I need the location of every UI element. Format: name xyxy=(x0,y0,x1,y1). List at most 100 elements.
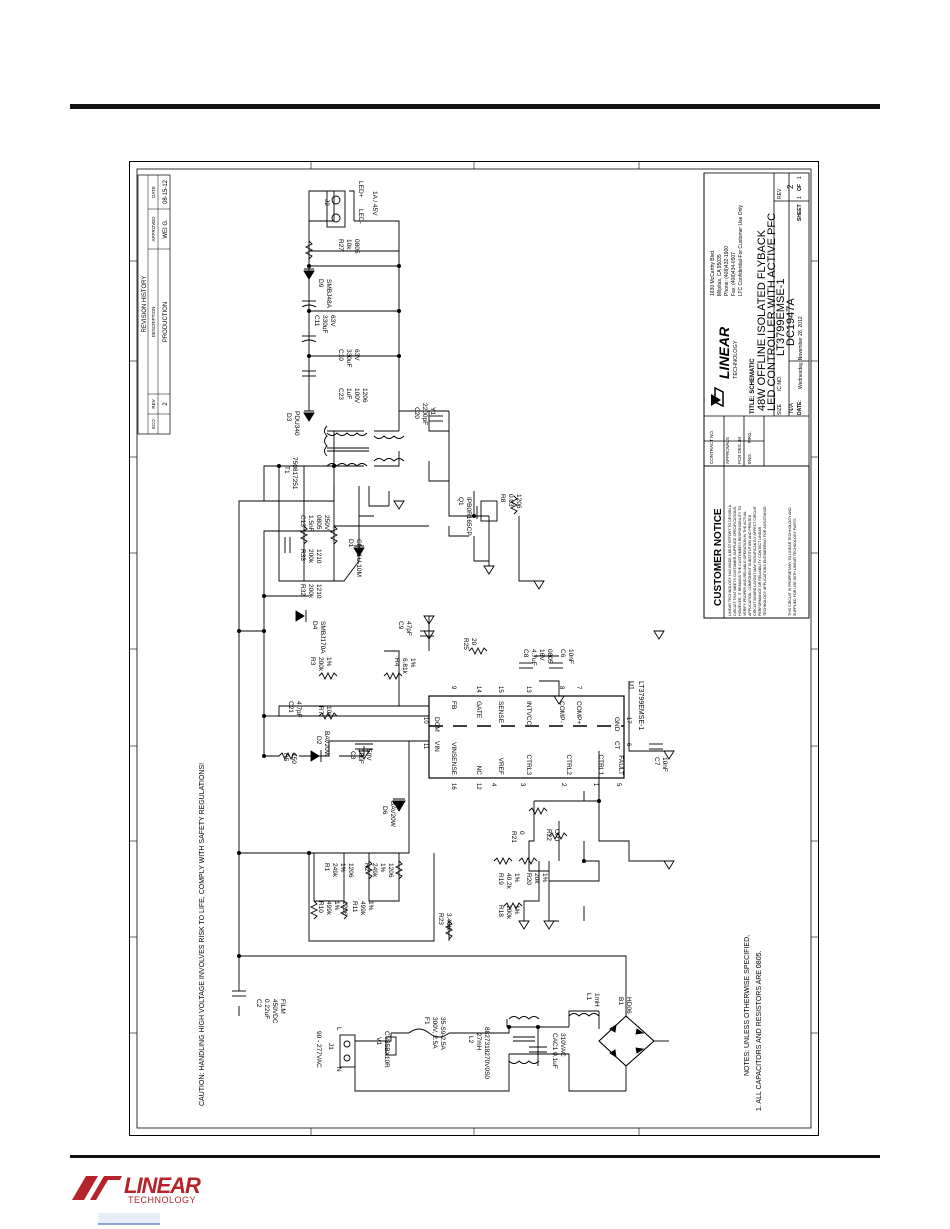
pin-num-1: 1 xyxy=(592,783,598,787)
label-r1-value: 249k xyxy=(331,863,338,878)
label-q1-part: IPB0R165CP xyxy=(465,497,472,536)
notice-line-5: APPLICATION. COMPONENT SUBSTITUTION AND … xyxy=(748,514,752,616)
pin-comp-plus: COMP+ xyxy=(575,701,582,725)
customer-notice-body: LINEAR TECHNOLOGY HAS MADE A BEST EFFORT… xyxy=(728,504,797,616)
rev-row-date: 08-15-12 xyxy=(163,179,169,204)
label-r3-tol: 1% xyxy=(325,657,332,667)
ic-top-pins: FB GATE SENSE INTVCC COMP- COMP+ xyxy=(450,701,582,726)
label-r18-value: 100k xyxy=(505,905,512,920)
title-block-frame xyxy=(703,172,810,619)
pin-intvcc: INTVCC xyxy=(525,701,532,726)
pin-ctrl3: CTRL3 xyxy=(525,754,532,775)
title-line-2: LED CONTROLLER WITH ACTIVE PFC xyxy=(766,213,778,411)
label-r33-value: 200k xyxy=(307,549,314,564)
footer-link-bar[interactable] xyxy=(98,1213,160,1225)
company-tech: TECHNOLOGY xyxy=(733,340,739,379)
label-b1-part: HD06 xyxy=(625,997,632,1014)
pin-num-8: 8 xyxy=(558,686,564,690)
label-c23-value: 1uF xyxy=(345,388,352,399)
label-c13: C13 xyxy=(299,515,306,527)
address-line-2: Milpitas, CA 95035 xyxy=(717,254,723,296)
label-c7: C7 xyxy=(653,757,660,766)
of-label: OF xyxy=(797,184,803,191)
label-j2-rating: 1A / 45V xyxy=(371,191,378,216)
pin-vin: VIN xyxy=(433,741,440,752)
pin-num-5: 5 xyxy=(615,783,621,787)
pin-num-7: 7 xyxy=(575,686,581,690)
label-c2: C2 xyxy=(255,999,262,1008)
pin-nc: NC xyxy=(475,766,482,776)
label-c2-voltage: 450VDC xyxy=(271,999,278,1024)
label-c8-value: 4.7uF xyxy=(530,649,537,666)
contract-no-label: CONTRACT NO. xyxy=(709,430,714,464)
label-l2: L2 xyxy=(467,1036,474,1044)
pin-num-14: 14 xyxy=(475,686,481,693)
u1-ref: U1 xyxy=(627,681,634,690)
label-r4-tol: 1% xyxy=(409,658,416,668)
title-line-1: 48W OFFLINE ISOLATED FLYBACK xyxy=(756,229,768,411)
pin-ctrl1: CTRL1 xyxy=(597,754,604,775)
label-r22: R22 xyxy=(545,829,552,841)
label-l1-value: 1mH xyxy=(593,993,600,1007)
label-c3-value: 10uF xyxy=(357,749,364,764)
label-j1: J1 xyxy=(327,1043,334,1050)
notice-line-2: CIRCUIT THAT MEETS CUSTOMER-SUPPLIED SPE… xyxy=(733,506,737,616)
label-q1: Q1 xyxy=(457,497,464,506)
revision-history: REVISION HISTORY ECO REV DESCRIPTION APP… xyxy=(137,174,171,435)
ic-bottom-pins: VINSENSE NC VREF CTRL3 CTRL2 CTRL1 FAULT xyxy=(450,742,624,776)
label-r19-tol: 1% xyxy=(513,873,520,883)
label-t1: T1 xyxy=(283,466,290,474)
label-r11-tol: 1% xyxy=(367,901,374,911)
company-word: LINEAR xyxy=(716,326,732,379)
size-label: SIZE xyxy=(777,403,783,415)
pin-num-11: 11 xyxy=(422,743,428,750)
company-logo xyxy=(711,386,724,408)
label-r5-value: 150 xyxy=(290,753,297,764)
label-c21-value: 4.7pF xyxy=(295,701,302,718)
label-c6-value: 10nF xyxy=(567,649,574,664)
sheet-value: 1 xyxy=(797,196,803,199)
schematic: REVISION HISTORY ECO REV DESCRIPTION APP… xyxy=(129,161,819,1136)
footer-rule xyxy=(70,1155,880,1158)
rev-header-rev: REV xyxy=(151,399,156,408)
pin-num-9: 9 xyxy=(450,686,456,690)
label-r2-tol: 1% xyxy=(379,863,386,873)
label-f1: F1 xyxy=(423,1017,430,1025)
label-r2-value: 249k xyxy=(371,863,378,878)
eng-label: ENG. xyxy=(747,453,752,464)
label-r20-tol: 1% xyxy=(541,873,548,883)
icno-label: IC NO. xyxy=(777,376,783,391)
rev-value: 2 xyxy=(786,184,795,189)
label-c11-voltage: 63V xyxy=(329,315,336,327)
label-c2-type: FILM xyxy=(279,999,286,1014)
label-d3-part: PDU340 xyxy=(293,411,300,436)
date-value: Wednesday, November 28, 2012 xyxy=(798,316,804,389)
label-c8-size: 0805 xyxy=(546,649,553,664)
label-d2: D2 xyxy=(315,736,322,745)
address-line-4: Fax: (408)434-0507 xyxy=(731,252,737,296)
label-c21: C21 xyxy=(287,701,294,713)
component-labels: J1 90 - 277VAC L N V1 CV35BX10R L2 27mH … xyxy=(255,181,668,1079)
rev-header-approved: APPROVED xyxy=(151,216,156,242)
label-r23-value: 3.48K xyxy=(445,913,452,931)
label-c10-value: 330uF xyxy=(345,349,352,367)
notes-line1: NOTES: UNLESS OTHERWISE SPECIFIED, xyxy=(744,935,751,1076)
notice-line-3: HOWEVER, IT REMAINS THE CUSTOMER'S RESPO… xyxy=(738,506,742,616)
label-v1-part: CV35BX10R xyxy=(383,1031,390,1068)
label-r20: R20 xyxy=(525,873,532,885)
label-r21-value: 0 xyxy=(518,831,525,835)
approvals: CONTRACT NO. APPROVALS PCB DES. JM ENG. … xyxy=(709,430,752,464)
title-label: TITLE: SCHEMATIC xyxy=(750,358,756,414)
label-c13-voltage: 250V xyxy=(323,515,330,531)
pin-gnd: GND xyxy=(613,717,620,732)
confidential-notice: LTC Confidential-For Customer Use Only xyxy=(738,204,744,296)
rev-header-description: DESCRIPTION xyxy=(151,307,156,338)
label-d6-part: BAV20W xyxy=(389,801,396,828)
label-d9-part: SMBJ48A xyxy=(325,279,332,309)
u1-part: LT3799EMSE-1 xyxy=(637,681,644,730)
label-d6: D6 xyxy=(381,806,388,815)
label-r3: R3 xyxy=(309,657,316,666)
address-line-1: 1630 McCarthy Blvd. xyxy=(710,250,716,296)
pin-num-10: 10 xyxy=(422,717,428,724)
label-r11: R11 xyxy=(351,901,358,913)
